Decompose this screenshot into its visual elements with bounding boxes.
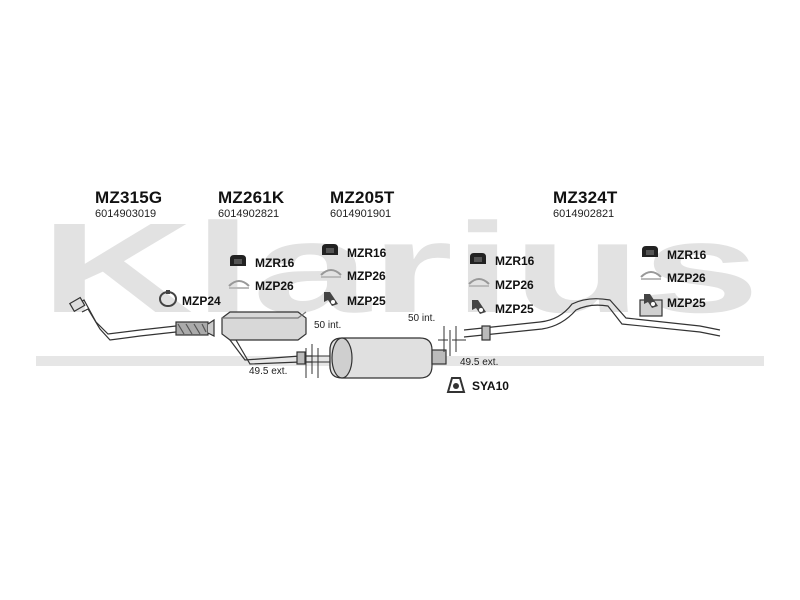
gasket-icon <box>446 377 466 393</box>
assembly-code: MZ261K <box>218 188 285 207</box>
fitting-label: MZP25 <box>495 302 534 316</box>
centre-silencer <box>329 337 447 379</box>
assembly-part-number: 6014901901 <box>330 208 392 220</box>
fitting-label: MZP26 <box>667 271 706 285</box>
fitting-label: MZP25 <box>347 294 386 308</box>
rear-pipe <box>463 298 721 341</box>
fitting-label: SYA10 <box>472 379 509 393</box>
dimension-label: 50 int. <box>408 313 436 324</box>
joint-marks-right <box>438 326 466 356</box>
pipe-clamp-icon <box>228 280 250 289</box>
assembly-part-number: 6014902821 <box>218 208 280 220</box>
rubber-mount-icon <box>230 255 246 266</box>
pipe-clamp-icon <box>468 278 490 287</box>
pipe-clamp-icon <box>320 269 342 278</box>
rubber-mount-icon <box>642 246 658 257</box>
assembly-code: MZ315G <box>95 188 163 207</box>
hanger-bracket-icon <box>472 300 486 314</box>
assembly-part-number: 6014902821 <box>553 208 615 220</box>
fitting-label: MZR16 <box>495 254 535 268</box>
clamp-ring-icon <box>159 290 177 307</box>
joint-marks-left <box>305 344 330 378</box>
rubber-mount-icon <box>470 253 486 264</box>
assembly-code: MZ324T <box>553 188 618 207</box>
pipe-clamp-icon <box>640 271 662 280</box>
fitting-label: MZP26 <box>347 269 386 283</box>
fitting-label: MZP25 <box>667 296 706 310</box>
fitting-label: MZR16 <box>255 256 295 270</box>
fitting-label: MZP24 <box>182 294 221 308</box>
hanger-bracket-icon <box>644 294 658 308</box>
assembly-code: MZ205T <box>330 188 395 207</box>
dimension-label: 49.5 ext. <box>460 357 499 368</box>
assembly-part-number: 6014903019 <box>95 208 157 220</box>
rubber-mount-icon <box>322 244 338 255</box>
dimension-label: 49.5 ext. <box>249 366 288 377</box>
front-pipe <box>68 296 215 341</box>
fitting-label: MZR16 <box>347 246 387 260</box>
fitting-label: MZP26 <box>495 278 534 292</box>
hanger-bracket-icon <box>324 292 338 306</box>
dimension-label: 50 int. <box>314 320 342 331</box>
fitting-label: MZR16 <box>667 248 707 262</box>
fitting-label: MZP26 <box>255 279 294 293</box>
